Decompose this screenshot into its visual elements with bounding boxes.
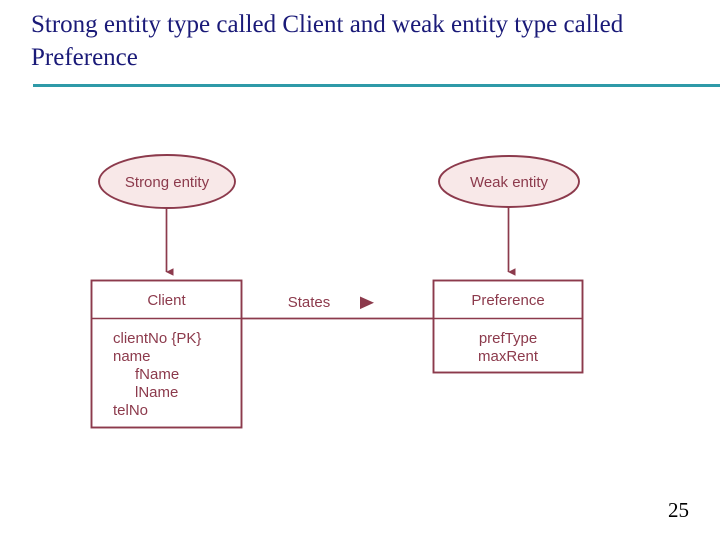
strong-entity-label: Strong entity bbox=[125, 174, 210, 191]
preference-attribute-preftype: prefType bbox=[479, 330, 537, 347]
client-attribute-clientno: clientNo {PK} bbox=[113, 330, 201, 347]
client-attribute-lname: lName bbox=[135, 384, 178, 401]
preference-attribute-maxrent: maxRent bbox=[478, 348, 539, 365]
weak-entity-annotation: Weak entity bbox=[438, 155, 580, 276]
page-number: 25 bbox=[668, 498, 689, 522]
entity-box-client: Client clientNo {PK} name fName lName te… bbox=[90, 279, 243, 429]
relationship-states: States bbox=[241, 294, 433, 320]
client-attribute-telno: telNo bbox=[113, 402, 148, 419]
entity-box-preference: Preference prefType maxRent bbox=[432, 279, 584, 374]
preference-box-outline bbox=[432, 279, 584, 374]
weak-entity-label: Weak entity bbox=[470, 174, 549, 191]
relationship-direction-icon bbox=[360, 296, 374, 310]
client-box-outline bbox=[90, 279, 243, 429]
client-attribute-fname: fName bbox=[135, 366, 179, 383]
client-entity-name: Client bbox=[147, 292, 186, 309]
page-title: Strong entity type called Client and wea… bbox=[31, 11, 630, 71]
client-attribute-name: name bbox=[113, 348, 151, 365]
title-divider bbox=[33, 84, 720, 87]
preference-entity-name: Preference bbox=[471, 292, 544, 309]
relationship-label: States bbox=[288, 294, 331, 311]
strong-entity-annotation: Strong entity bbox=[98, 154, 236, 276]
